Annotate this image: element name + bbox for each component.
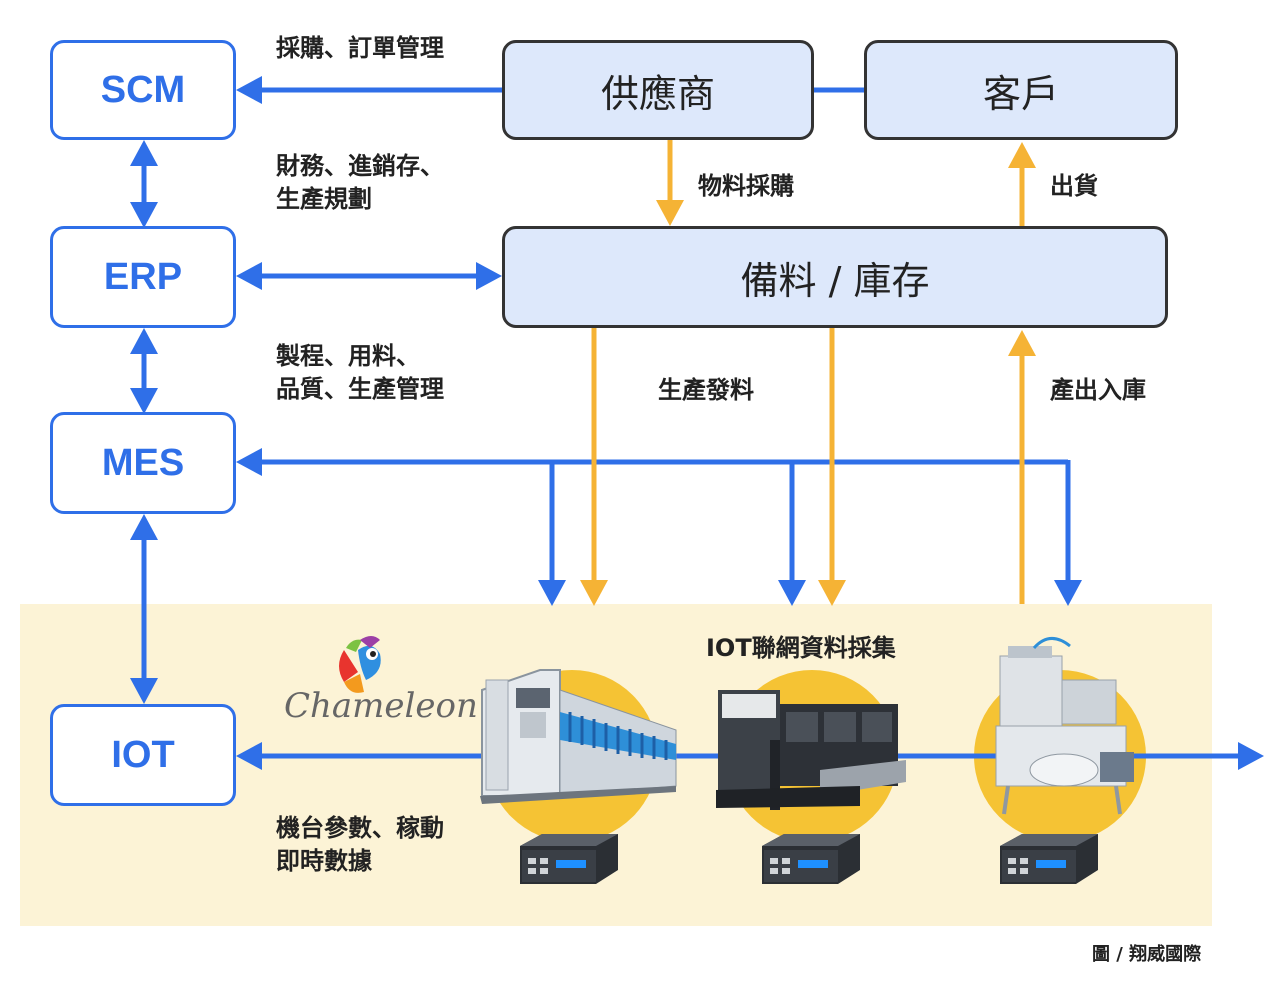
erp-description-line2: 生產規劃 [276,185,372,213]
mes-to-machines-arrows [258,459,1071,584]
iot-description-line2: 即時數據 [276,847,372,875]
scm-description: 採購、訂單管理 [276,34,444,62]
scm-label: SCM [100,68,186,111]
mes-label: MES [101,441,185,484]
mes-description-line2: 品質、生產管理 [276,375,444,403]
supplier-box: 供應商 [502,40,814,140]
output-storage-label: 產出入庫 [1050,376,1146,404]
customer-box: 客戶 [864,40,1178,140]
iot-label: IOT [111,733,175,776]
material-purchase-arrow [656,140,684,226]
scm-box: SCM [50,40,236,140]
production-issue-label: 生產發料 [658,376,754,404]
output-storage-arrow [1008,330,1036,604]
supplier-to-scm-arrow [236,76,502,104]
shipping-label: 出貨 [1050,172,1098,200]
scm-erp-arrow [130,140,158,228]
image-credit: 圖 / 翔威國際 [1092,944,1202,965]
iot-box: IOT [50,704,236,806]
inventory-label: 備料 / 庫存 [740,258,930,303]
erp-description-line1: 財務、進銷存、 [276,152,444,180]
erp-mes-arrow [130,328,158,414]
shipping-arrow [1008,142,1036,226]
chameleon-logo-text: Chameleon [284,686,478,726]
supplier-label: 供應商 [600,71,715,116]
erp-inventory-arrow [236,262,502,290]
mes-iot-arrow [130,514,158,704]
material-purchase-label: 物料採購 [698,172,794,200]
erp-box: ERP [50,226,236,328]
mes-description-line1: 製程、用料、 [276,342,420,370]
inventory-box: 備料 / 庫存 [502,226,1168,328]
customer-label: 客戶 [982,71,1059,116]
iot-collection-label: IOT聯網資料採集 [706,634,896,662]
iot-description-line1: 機台參數、稼動 [276,814,444,842]
mes-box: MES [50,412,236,514]
erp-label: ERP [103,255,183,298]
production-issue-arrows [580,328,846,606]
